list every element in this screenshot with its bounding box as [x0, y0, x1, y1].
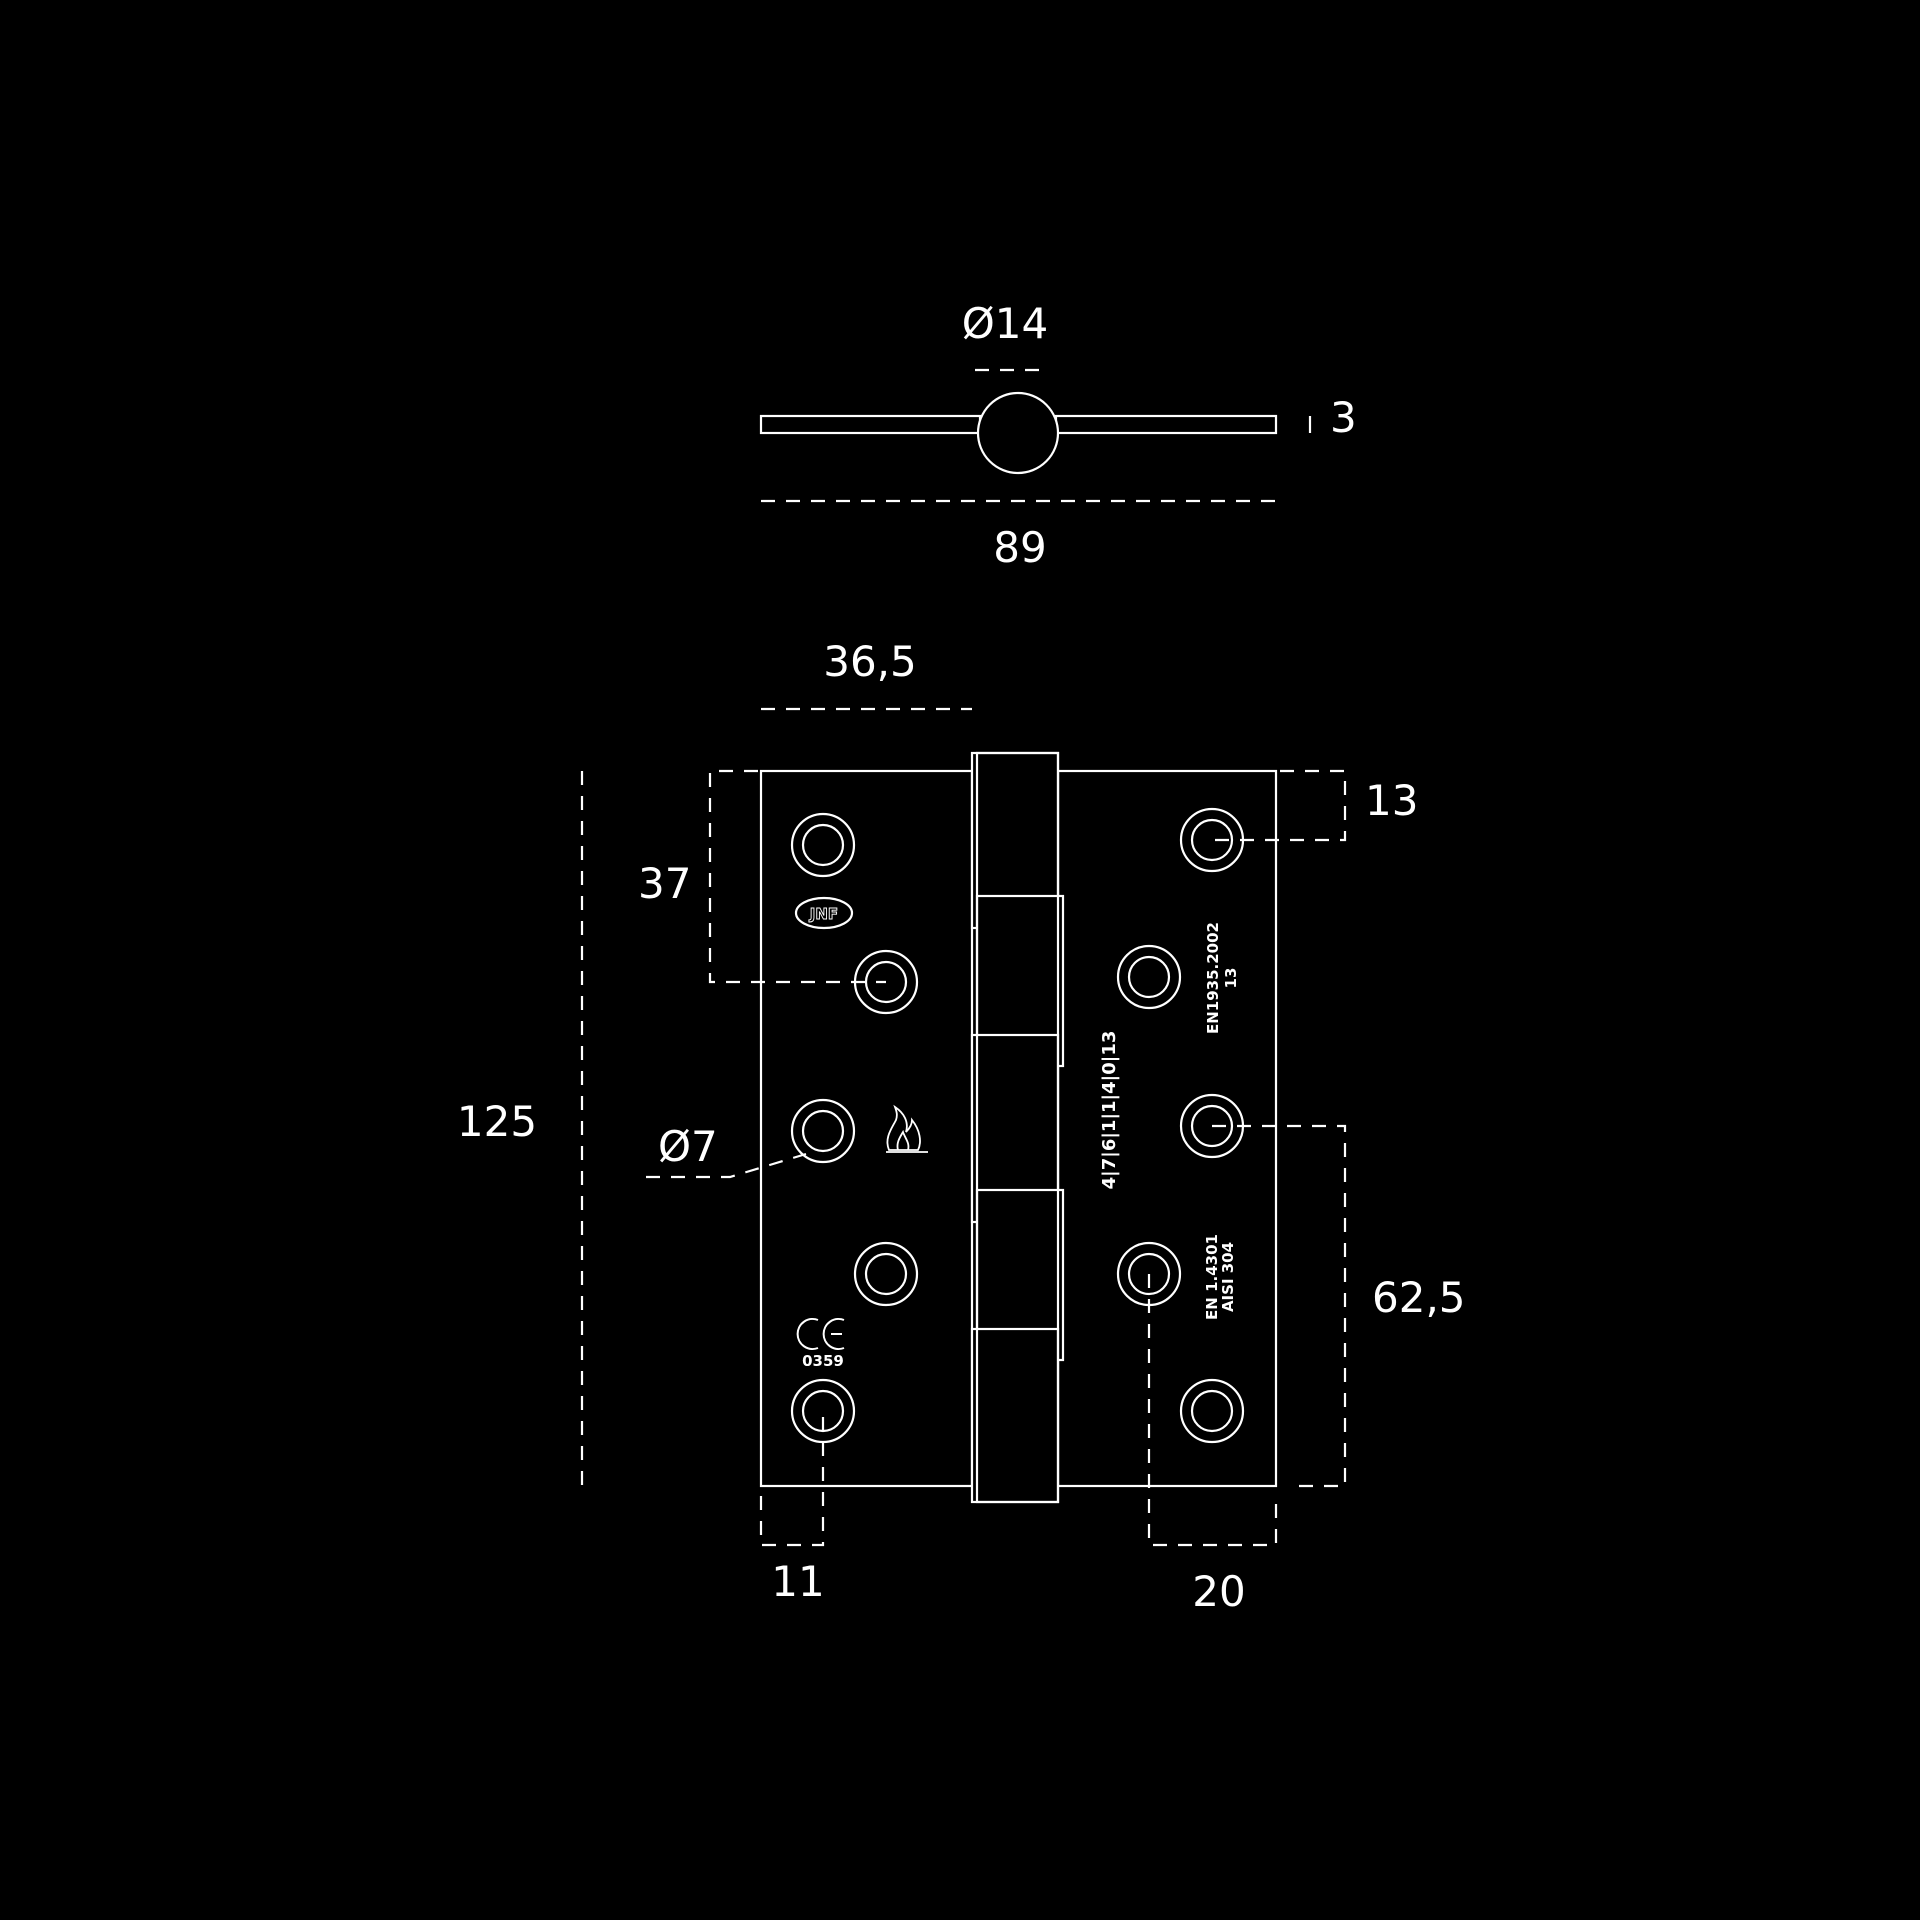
- hole-diameter-label: Ø7: [658, 1122, 718, 1171]
- front-view: JNF 0359 EN1935.2002 13 4|7|6|1|1|4|0|13…: [759, 751, 1278, 1504]
- hole-diameter-leader: [646, 1152, 807, 1179]
- top-view-right-leaf: [1054, 414, 1278, 435]
- ce-number: 0359: [802, 1352, 844, 1370]
- standard-stamp: EN1935.2002 13: [1204, 922, 1240, 1034]
- screw-hole: [1179, 807, 1245, 873]
- screw-hole: [1179, 1378, 1245, 1444]
- knuckles: [970, 751, 1065, 1504]
- top-view: Ø14 3 89: [759, 299, 1357, 572]
- pin-diameter-label: Ø14: [962, 299, 1049, 348]
- brand-logo-icon: JNF: [794, 896, 854, 930]
- ce-mark-icon: [796, 1318, 845, 1350]
- screw-hole: [853, 1241, 919, 1307]
- left-hole-edge-dimension-line: [759, 1411, 825, 1547]
- right-hole-edge-dimension-line: [1147, 1274, 1278, 1547]
- overall-width-label: 89: [993, 523, 1046, 572]
- left-hole-edge-label: 11: [771, 1557, 824, 1606]
- mid-hole-offset-label: 62,5: [1372, 1273, 1466, 1322]
- top-hole-offset-label: 13: [1365, 776, 1418, 825]
- hole-spacing-dimension-line: [708, 769, 886, 984]
- thickness-label: 3: [1330, 393, 1357, 442]
- pin-cover: [975, 751, 1060, 1504]
- fire-icon: [886, 1104, 928, 1153]
- classification-code: 4|7|6|1|1|4|0|13: [1099, 1031, 1120, 1190]
- height-label: 125: [457, 1097, 537, 1146]
- dimension-lines: 36,5 13 37 125 Ø7 62,5 11 20: [457, 637, 1466, 1616]
- top-hole-offset-dimension-line: [1212, 769, 1347, 842]
- hole-spacing-label: 37: [638, 859, 691, 908]
- leaf-width-label: 36,5: [823, 637, 917, 686]
- svg-text:JNF: JNF: [809, 905, 838, 923]
- standard-line2: 13: [1222, 968, 1240, 989]
- classification-text: 4|7|6|1|1|4|0|13: [1099, 1031, 1120, 1190]
- material-line1: EN 1.4301: [1203, 1234, 1221, 1320]
- screw-hole: [790, 812, 856, 878]
- screw-hole: [790, 1098, 856, 1164]
- screw-hole: [790, 1378, 856, 1444]
- material-stamp: EN 1.4301 AISI 304: [1203, 1234, 1237, 1320]
- material-line2: AISI 304: [1219, 1242, 1237, 1312]
- right-hole-edge-label: 20: [1192, 1567, 1245, 1616]
- top-view-left-leaf: [759, 414, 982, 435]
- top-view-knuckle: [976, 391, 1060, 475]
- knuckle: [970, 1327, 1060, 1504]
- screw-hole: [1116, 944, 1182, 1010]
- mid-hole-offset-dimension-line: [1212, 1124, 1347, 1488]
- standard-line1: EN1935.2002: [1204, 922, 1222, 1034]
